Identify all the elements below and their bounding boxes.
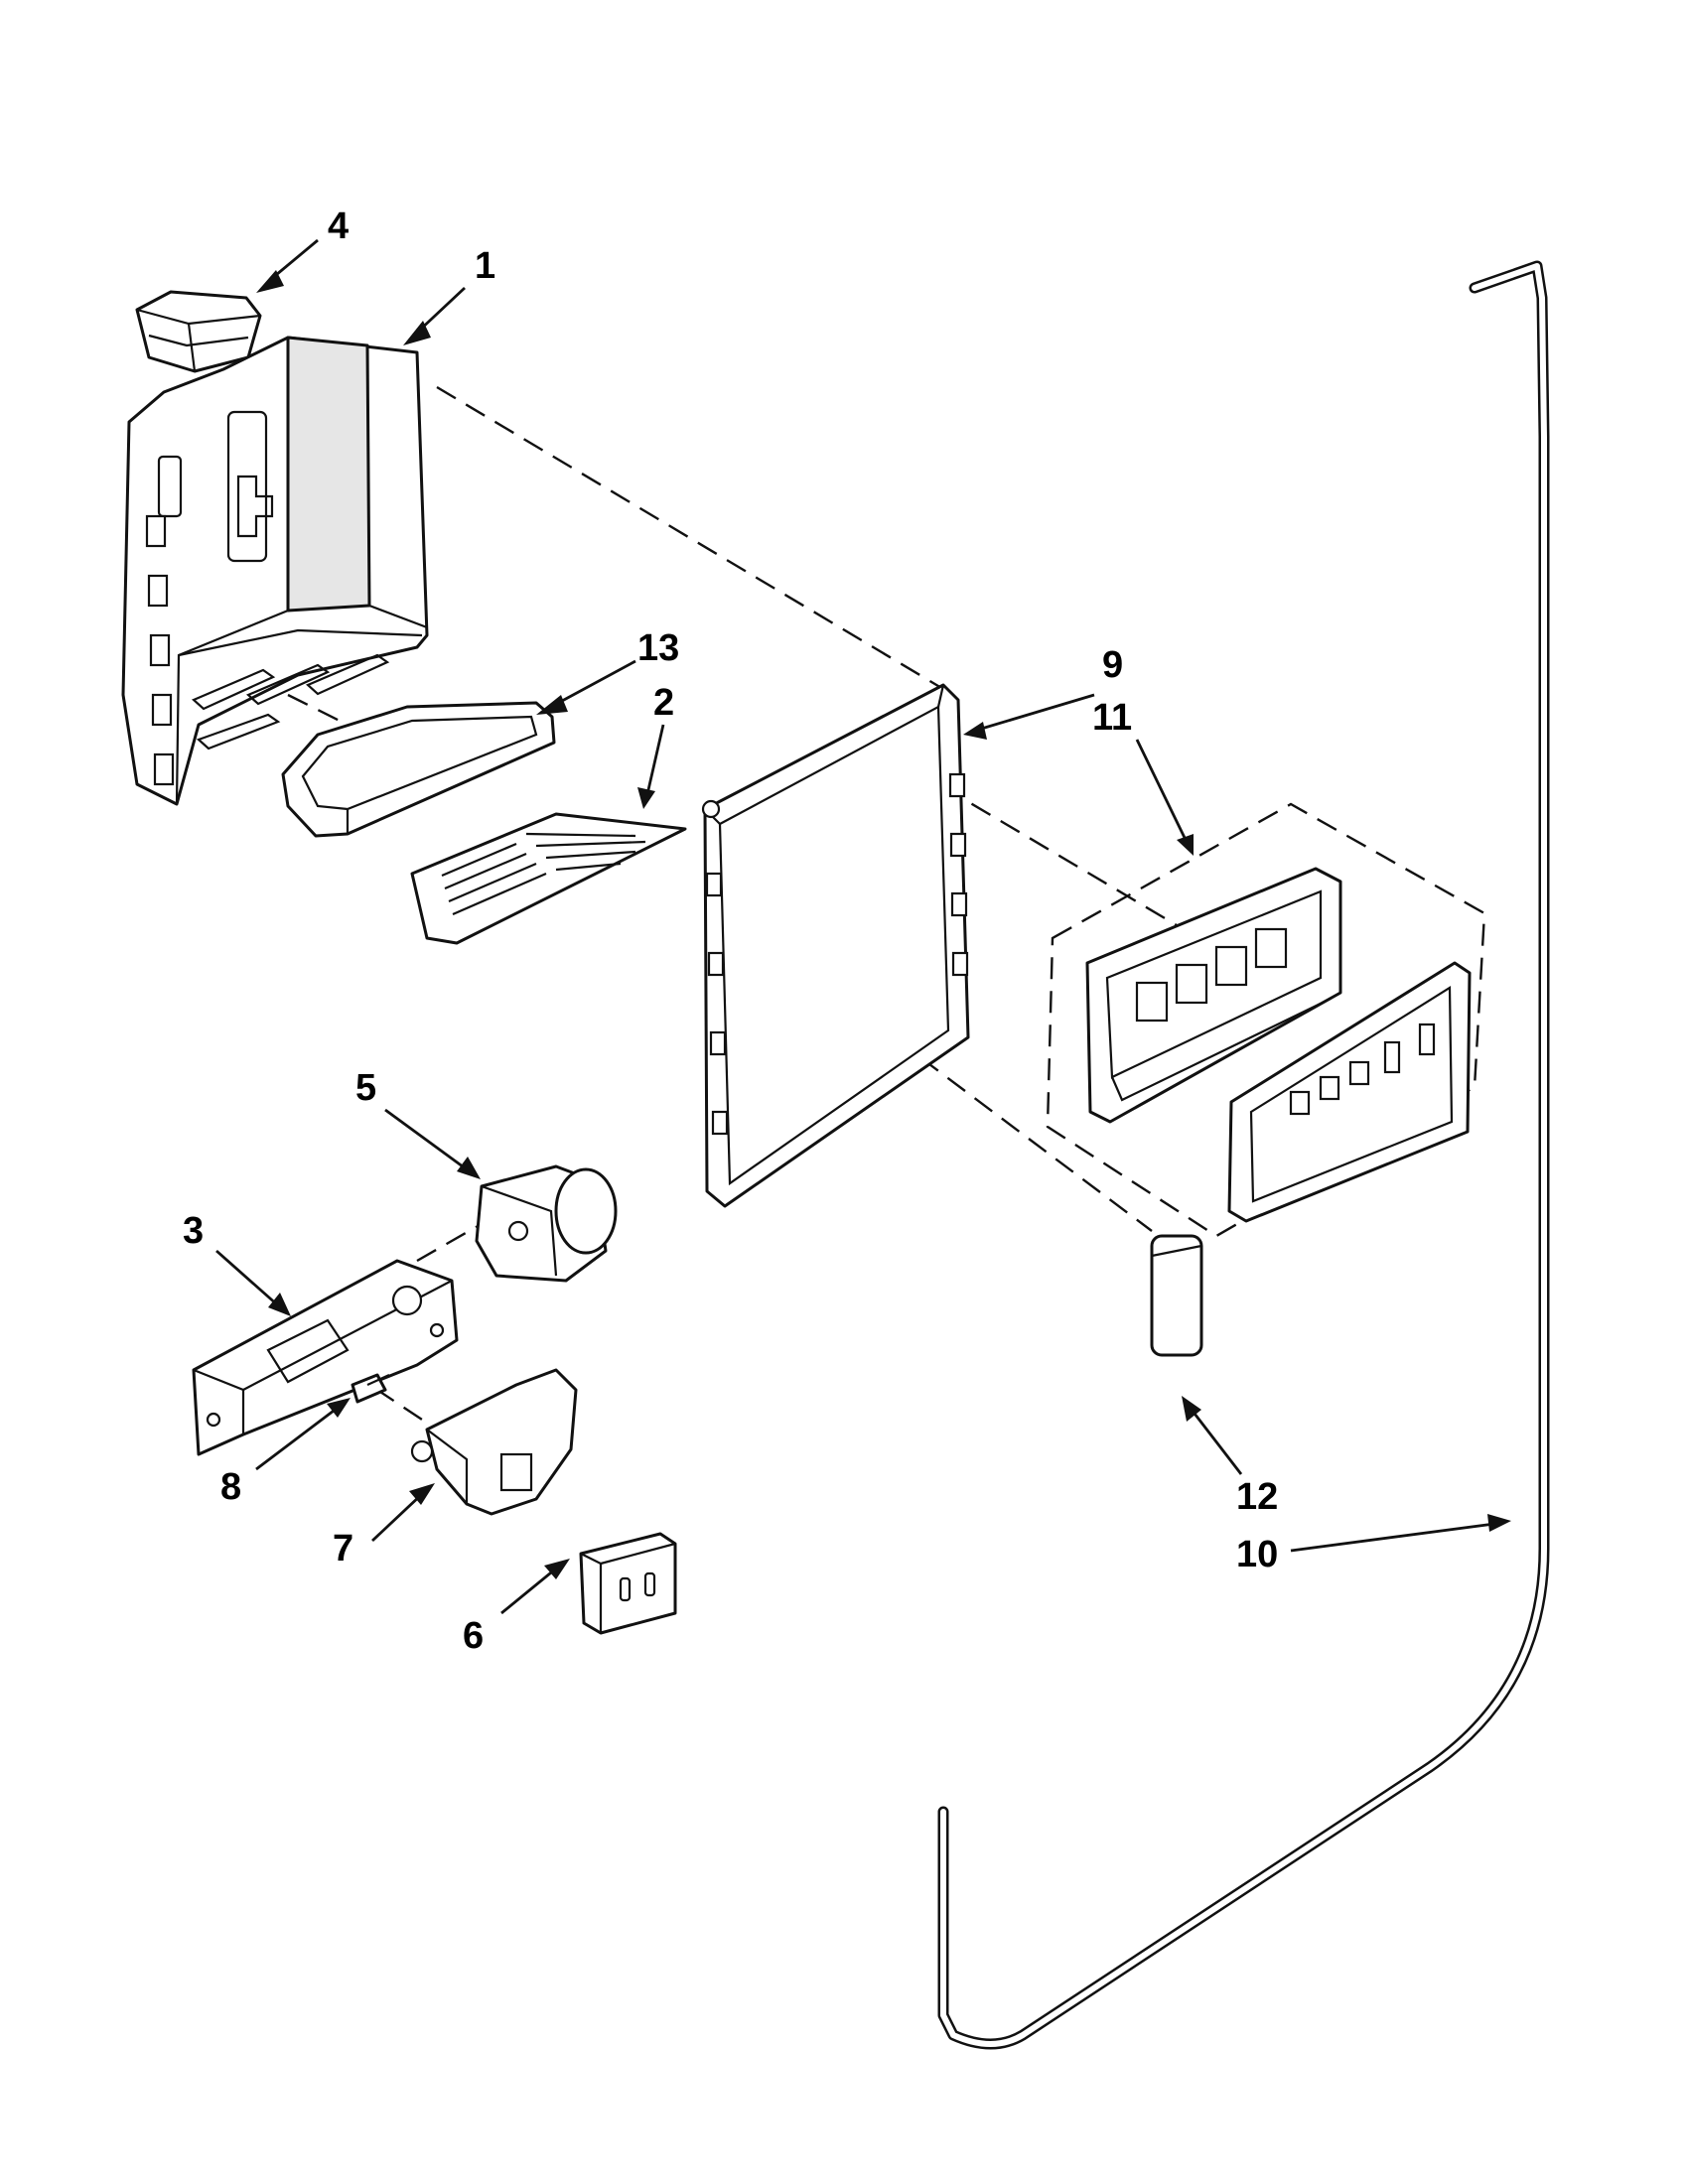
part-11-control-assembly [1046, 802, 1486, 1238]
callout-10: 10 [1236, 1534, 1278, 1575]
leader-11 [1135, 739, 1189, 843]
callout-9: 9 [1102, 644, 1123, 686]
leader-6 [500, 1567, 557, 1615]
callout-13: 13 [637, 627, 679, 669]
callout-7: 7 [333, 1528, 353, 1570]
leader-12 [1190, 1409, 1243, 1475]
callout-6: 6 [463, 1615, 484, 1657]
arrowhead-3 [268, 1293, 291, 1316]
callout-11: 11 [1092, 697, 1132, 739]
leader-5 [384, 1108, 468, 1171]
leader-13 [550, 659, 636, 709]
arrowhead-9 [963, 722, 987, 740]
leader-2 [645, 724, 665, 795]
callout-numbers: 4 1 13 2 9 11 5 3 8 7 6 12 10 [183, 205, 1278, 1657]
callout-4: 4 [328, 205, 349, 247]
callout-8: 8 [220, 1466, 241, 1508]
callout-1: 1 [475, 245, 495, 287]
part-6-pad [579, 1532, 677, 1635]
arrowhead-10 [1487, 1514, 1511, 1532]
arrowhead-5 [457, 1157, 481, 1179]
leader-10 [1290, 1522, 1495, 1553]
part-10-water-tube [937, 260, 1550, 2050]
callout-12: 12 [1236, 1476, 1278, 1518]
part-2-grille [410, 812, 687, 945]
arrowhead-13 [536, 695, 568, 715]
arrowhead-1 [403, 321, 431, 345]
leader-8 [255, 1406, 339, 1471]
part-5-motor [475, 1164, 618, 1283]
callout-2: 2 [653, 682, 674, 724]
callout-3: 3 [183, 1210, 204, 1252]
housing-ribs [191, 653, 390, 751]
leader-3 [215, 1249, 279, 1307]
arrowhead-7 [409, 1483, 435, 1505]
leader-4 [269, 238, 319, 282]
callout-5: 5 [355, 1067, 376, 1109]
control-keypad [1110, 927, 1332, 1102]
part-7-paddle [410, 1368, 578, 1516]
part-8-screw [351, 1373, 390, 1404]
arrowhead-4 [256, 270, 284, 293]
part-3-bracket [192, 1259, 459, 1456]
part-13-drip-tray [281, 701, 556, 838]
part-12-lens [1150, 1234, 1203, 1357]
leader-lines [215, 238, 1511, 1615]
arrowhead-12 [1182, 1396, 1201, 1422]
frame-clips [705, 772, 969, 1136]
leader-7 [371, 1492, 423, 1543]
part-9-trim-frame [701, 683, 970, 1208]
panel-icons [1289, 1023, 1436, 1116]
leader-9 [977, 693, 1095, 732]
part-1-dispenser-housing [121, 336, 429, 806]
housing-tabs [145, 514, 175, 786]
part-4-ice-cup [135, 290, 262, 373]
arrowhead-11 [1177, 834, 1194, 856]
arrowhead-6 [544, 1559, 570, 1579]
arrowhead-8 [327, 1398, 351, 1418]
arrowhead-2 [637, 787, 655, 809]
grille-slots [441, 832, 646, 916]
